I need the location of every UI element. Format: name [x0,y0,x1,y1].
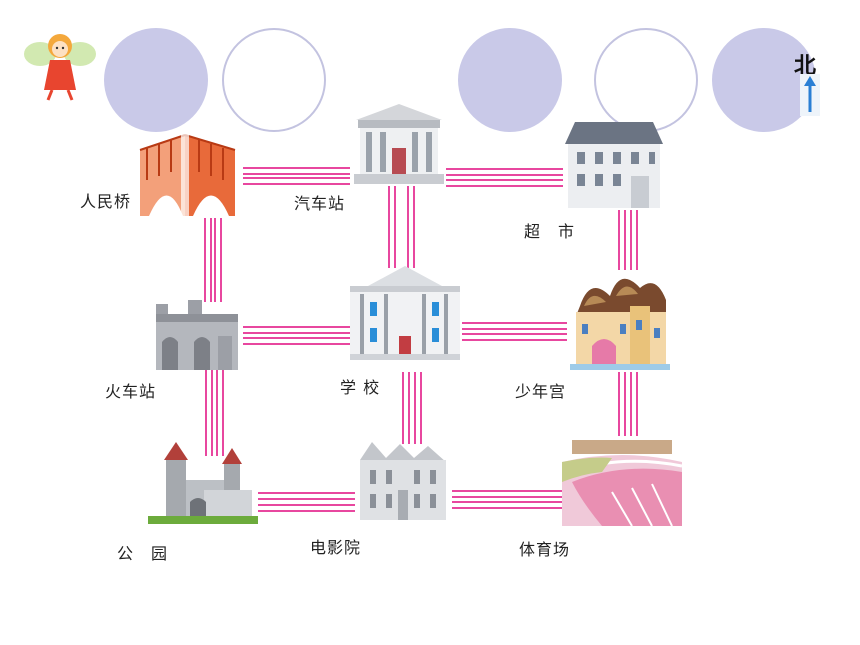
circle-4 [594,28,698,132]
label-supermarket: 超 市 [524,222,576,241]
road-train-school-2 [243,337,353,345]
circle-1 [104,28,208,132]
road-school-youth [462,322,567,330]
fairy-mascot-icon [24,34,96,101]
road-super-youth [618,210,626,270]
road-bus-school [388,186,396,268]
cinema-building-icon [360,442,446,520]
road-busstation-supermarket-2 [446,179,563,187]
road-school-youth-2 [462,333,567,341]
road-youth-stadium-2 [630,372,638,436]
road-bridge-busstation [243,167,350,175]
label-stadium: 体育场 [519,540,571,559]
label-park: 公 园 [117,544,169,563]
road-park-cinema-2 [258,504,355,512]
road-bridge-train [204,218,212,302]
circle-3 [458,28,562,132]
road-train-park [205,370,213,456]
park-castle-icon [148,442,258,524]
road-park-cinema [258,492,355,500]
circle-5 [712,28,816,132]
label-youth-palace: 少年宫 [515,382,567,401]
stadium-icon [562,440,682,527]
road-busstation-supermarket [446,168,563,176]
road-bridge-train-2 [214,218,222,302]
road-cinema-stadium-2 [452,501,564,509]
school-building-icon [350,266,460,360]
north-arrow-icon [800,74,820,116]
road-train-park-2 [216,370,224,456]
north-label: 北 [794,54,817,79]
road-train-school [243,326,353,334]
supermarket-building-icon [565,122,663,208]
bridge-icon [139,130,236,216]
road-school-cinema-2 [414,372,422,444]
label-cinema: 电影院 [310,538,362,557]
road-school-cinema [402,372,410,444]
label-bridge: 人民桥 [80,192,132,211]
train-station-building-icon [156,300,238,370]
road-cinema-stadium [452,490,564,498]
youth-palace-building-icon [570,278,670,370]
label-bus-station: 汽车站 [294,194,346,213]
road-bus-school-2 [407,186,415,268]
road-bridge-busstation-2 [243,177,350,185]
label-train-station: 火车站 [105,382,157,401]
label-school: 学 校 [340,378,381,397]
road-super-youth-2 [630,210,638,270]
bus-station-building-icon [354,104,444,184]
road-youth-stadium [618,372,626,436]
circle-2 [222,28,326,132]
